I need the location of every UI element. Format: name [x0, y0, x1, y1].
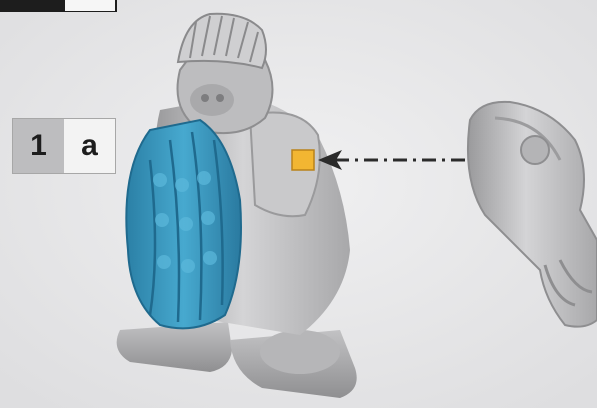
- attach-point-marker: [292, 150, 314, 170]
- blue-cloak: [126, 120, 241, 328]
- assembly-arrow: [318, 150, 470, 170]
- arm-part: [468, 102, 597, 327]
